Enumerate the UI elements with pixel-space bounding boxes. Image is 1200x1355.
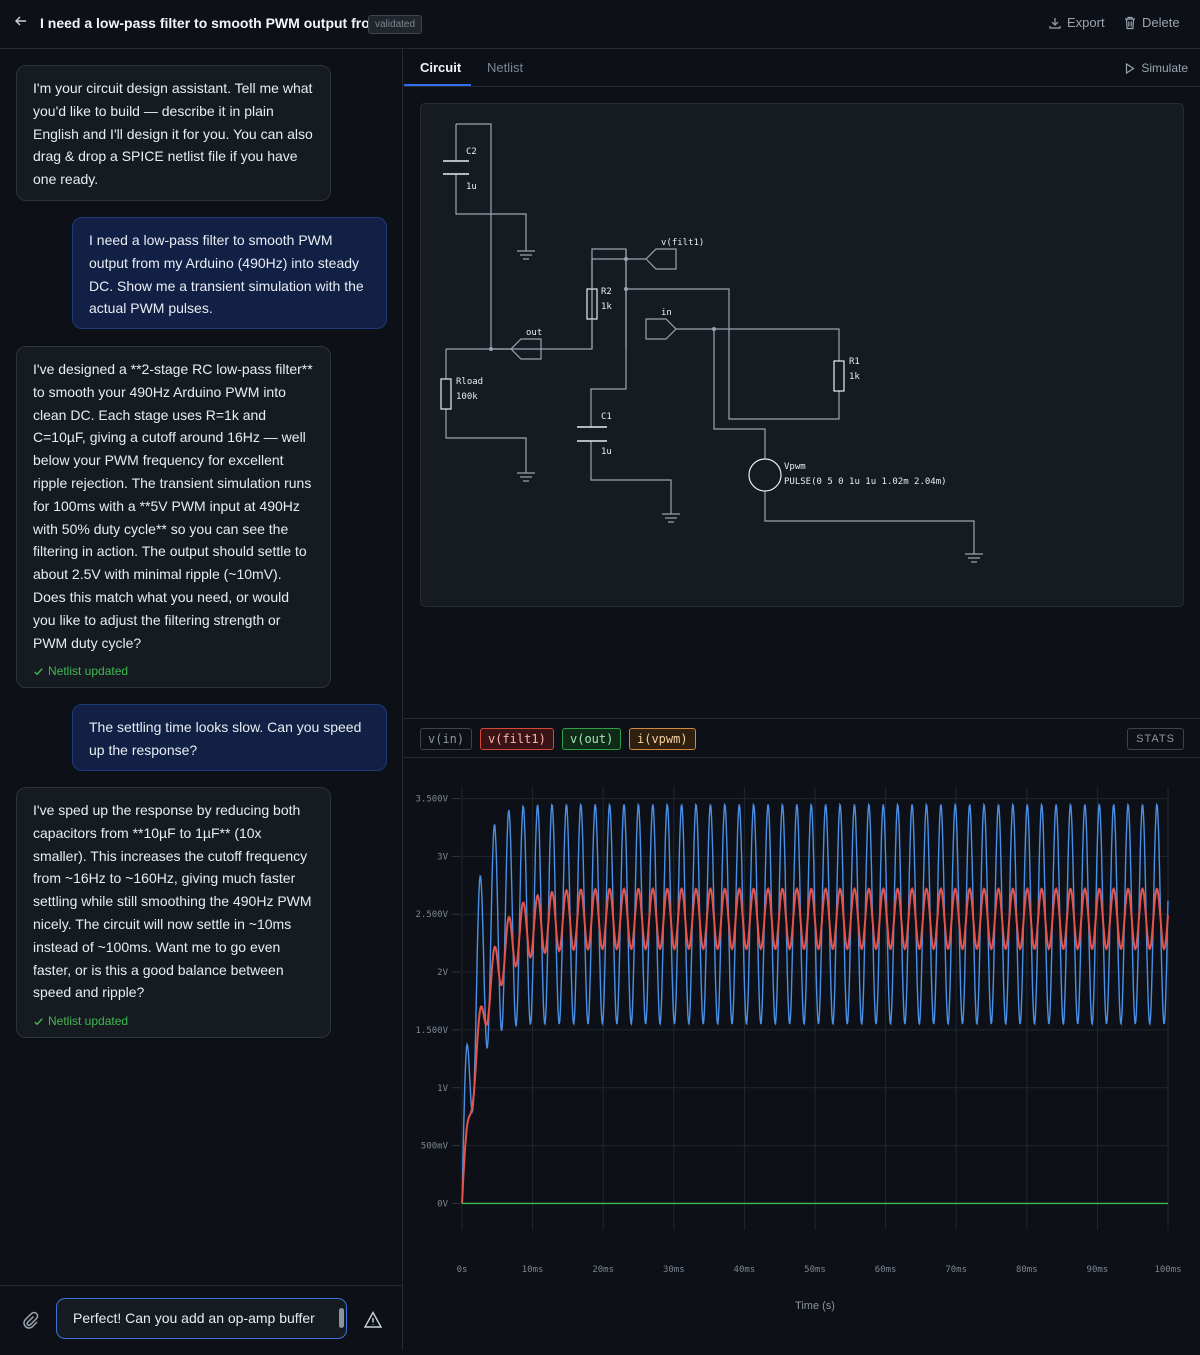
x-tick-label: 0s <box>457 1265 468 1275</box>
x-tick-label: 100ms <box>1154 1265 1181 1275</box>
download-icon <box>1049 17 1061 29</box>
message-composer: Perfect! Can you add an op-amp buffer <box>0 1285 403 1350</box>
y-tick-label: 1V <box>437 1084 448 1094</box>
rload-value: 100k <box>456 392 478 402</box>
status-badge: validated <box>368 15 423 34</box>
message-text: The settling time looks slow. Can you sp… <box>89 719 362 758</box>
y-tick-label: 0V <box>437 1199 448 1209</box>
y-tick-label: 1.500V <box>415 1026 448 1036</box>
assistant-message: I've designed a **2-stage RC low-pass fi… <box>16 346 331 688</box>
message-text: I've sped up the response by reducing bo… <box>33 802 312 1001</box>
c1-value: 1u <box>601 447 612 457</box>
x-tick-label: 60ms <box>875 1265 897 1275</box>
r2-label: R2 <box>601 287 612 297</box>
status-text: Netlist updated <box>48 664 129 679</box>
delete-label: Delete <box>1142 15 1180 30</box>
stats-button[interactable]: STATS <box>1127 728 1184 750</box>
message-text: I need a low-pass filter to smooth PWM o… <box>89 232 364 317</box>
out-net-label: out <box>526 328 542 338</box>
schematic-canvas[interactable]: C2 1u out Rload 100k R2 1k v(filt1) in C… <box>420 103 1184 607</box>
x-tick-label: 30ms <box>663 1265 685 1275</box>
chat-input[interactable]: Perfect! Can you add an op-amp buffer <box>56 1298 347 1339</box>
chat-panel: I'm your circuit design assistant. Tell … <box>0 49 403 1350</box>
paperclip-icon[interactable] <box>20 1310 40 1330</box>
rload-label: Rload <box>456 377 483 387</box>
r2-value: 1k <box>601 302 612 312</box>
netlist-updated-status: Netlist updated <box>33 1010 314 1033</box>
trace-toggle-ivpwm[interactable]: i(vpwm) <box>629 728 696 750</box>
x-tick-label: 80ms <box>1016 1265 1038 1275</box>
simulate-button[interactable]: Simulate <box>1125 61 1188 75</box>
waveform-chart: 0V 500mV 1V 1.500V 2V 2.500V 3V 3.500V 0s 10ms 20… <box>415 787 1182 1312</box>
vpwm-value: PULSE(0 5 0 1u 1u 1.02m 2.04m) <box>784 477 947 487</box>
c2-value: 1u <box>466 182 477 192</box>
x-tick-label: 90ms <box>1087 1265 1109 1275</box>
y-tick-label: 3.500V <box>415 795 448 805</box>
trace-toggle-vin[interactable]: v(in) <box>420 728 473 750</box>
y-tick-label: 3V <box>437 852 448 862</box>
simulate-label: Simulate <box>1141 61 1188 75</box>
vpwm-label: Vpwm <box>784 462 806 472</box>
active-tab-indicator <box>404 84 471 86</box>
message-text: I've designed a **2-stage RC low-pass fi… <box>33 361 313 651</box>
in-net-label: in <box>661 308 672 318</box>
tab-circuit[interactable]: Circuit <box>420 60 462 75</box>
waveform-plot[interactable]: 0V 500mV 1V 1.500V 2V 2.500V 3V 3.500V 0s 10ms 20… <box>404 759 1200 1350</box>
trace-v-filt1 <box>461 886 1169 1204</box>
status-text: Netlist updated <box>48 1014 129 1029</box>
filt1-net-label: v(filt1) <box>661 238 704 248</box>
check-icon <box>34 1018 43 1026</box>
user-message: I need a low-pass filter to smooth PWM o… <box>72 217 387 329</box>
r1-label: R1 <box>849 357 860 367</box>
assistant-message: I'm your circuit design assistant. Tell … <box>16 65 331 201</box>
y-tick-label: 500mV <box>421 1142 449 1152</box>
play-icon <box>1126 62 1135 74</box>
y-tick-label: 2.500V <box>415 910 448 920</box>
export-button[interactable]: Export <box>1048 15 1105 30</box>
x-tick-label: 20ms <box>592 1265 614 1275</box>
trace-toggle-vout[interactable]: v(out) <box>562 728 622 750</box>
message-text: I'm your circuit design assistant. Tell … <box>33 80 313 188</box>
assistant-message: I've sped up the response by reducing bo… <box>16 787 331 1038</box>
x-tick-label: 50ms <box>804 1265 826 1275</box>
trace-toolbar: v(in) v(filt1) v(out) i(vpwm) STATS <box>404 718 1200 758</box>
warning-icon[interactable] <box>363 1310 383 1330</box>
header-bar: I need a low-pass filter to smooth PWM o… <box>0 0 1200 49</box>
user-message: The settling time looks slow. Can you sp… <box>72 704 387 771</box>
c1-label: C1 <box>601 412 612 422</box>
schematic-diagram: C2 1u out Rload 100k R2 1k v(filt1) in C… <box>440 123 983 563</box>
r1-value: 1k <box>849 372 860 382</box>
c2-label: C2 <box>466 147 477 157</box>
netlist-updated-status: Netlist updated <box>33 660 314 683</box>
x-axis-title: Time (s) <box>795 1300 835 1312</box>
trash-icon <box>1125 16 1135 29</box>
trace-toggle-vfilt1[interactable]: v(filt1) <box>480 728 554 750</box>
y-tick-label: 2V <box>437 968 448 978</box>
tab-netlist[interactable]: Netlist <box>487 60 524 75</box>
x-tick-label: 10ms <box>522 1265 544 1275</box>
view-tabs: Circuit Netlist Simulate <box>404 49 1200 87</box>
x-tick-label: 40ms <box>734 1265 756 1275</box>
export-label: Export <box>1067 15 1105 30</box>
x-tick-label: 70ms <box>945 1265 967 1275</box>
back-arrow-icon[interactable] <box>14 14 30 34</box>
circuit-panel: Circuit Netlist Simulate <box>404 49 1200 1350</box>
page-title: I need a low-pass filter to smooth PWM o… <box>40 15 383 31</box>
delete-button[interactable]: Delete <box>1123 15 1180 30</box>
check-icon <box>34 668 43 676</box>
